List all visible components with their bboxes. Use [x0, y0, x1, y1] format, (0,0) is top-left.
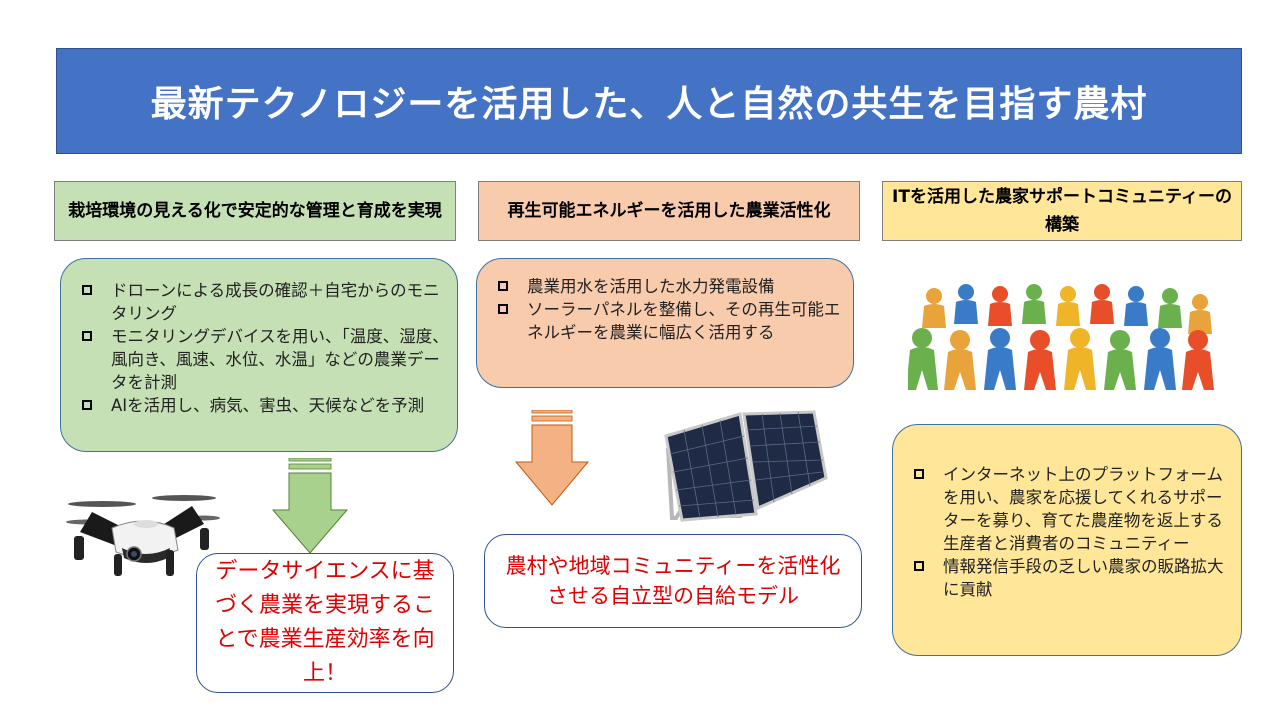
page-title: 最新テクノロジーを活用した、人と自然の共生を目指す農村 — [150, 84, 1148, 125]
bullet-list-2: 農業用水を活用した水力発電設備 ソーラーパネルを整備し、その再生可能エネルギーを… — [493, 275, 843, 344]
drone-icon — [62, 488, 222, 586]
checkbox-square-icon — [82, 331, 92, 341]
checkbox-square-icon — [498, 281, 508, 291]
checkbox-square-icon — [82, 400, 92, 410]
solar-panel-icon — [662, 408, 832, 524]
community-people-icon — [906, 284, 1220, 394]
down-arrow-green-icon — [272, 458, 348, 554]
list-item: AIを活用し、病気、害虫、天候などを予測 — [77, 394, 449, 417]
result-box-1: データサイエンスに基づく農業を実現することで農業生産効率を向上！ — [196, 553, 454, 693]
list-item: ドローンによる成長の確認＋自宅からのモニタリング — [77, 279, 449, 325]
title-banner: 最新テクノロジーを活用した、人と自然の共生を目指す農村 — [56, 48, 1242, 154]
checkbox-square-icon — [914, 561, 924, 571]
list-item: ソーラーパネルを整備し、その再生可能エネルギーを農業に幅広く活用する — [493, 298, 843, 344]
list-item: インターネット上のプラットフォームを用い、農家を応援してくれるサポーターを募り、… — [909, 463, 1231, 555]
list-item: モニタリングデバイスを用い、「温度、湿度、風向き、風速、水位、水温」などの農業デ… — [77, 325, 449, 394]
bullet-list-3: インターネット上のプラットフォームを用い、農家を応援してくれるサポーターを募り、… — [909, 463, 1231, 601]
bullet-card-2: 農業用水を活用した水力発電設備 ソーラーパネルを整備し、その再生可能エネルギーを… — [476, 258, 854, 388]
checkbox-square-icon — [498, 304, 508, 314]
checkbox-square-icon — [82, 285, 92, 295]
checkbox-square-icon — [914, 469, 924, 479]
bullet-card-3: インターネット上のプラットフォームを用い、農家を応援してくれるサポーターを募り、… — [892, 424, 1242, 656]
result-box-2: 農村や地域コミュニティーを活性化させる自立型の自給モデル — [484, 534, 862, 628]
down-arrow-orange-icon — [514, 410, 590, 506]
column-header-1: 栽培環境の見える化で安定的な管理と育成を実現 — [54, 181, 456, 241]
bullet-list-1: ドローンによる成長の確認＋自宅からのモニタリング モニタリングデバイスを用い、「… — [77, 279, 449, 417]
column-header-3: ITを活用した農家サポートコミュニティーの構築 — [882, 181, 1242, 241]
bullet-card-1: ドローンによる成長の確認＋自宅からのモニタリング モニタリングデバイスを用い、「… — [60, 258, 458, 452]
list-item: 農業用水を活用した水力発電設備 — [493, 275, 843, 298]
list-item: 情報発信手段の乏しい農家の販路拡大に貢献 — [909, 555, 1231, 601]
column-header-2: 再生可能エネルギーを活用した農業活性化 — [478, 181, 860, 241]
